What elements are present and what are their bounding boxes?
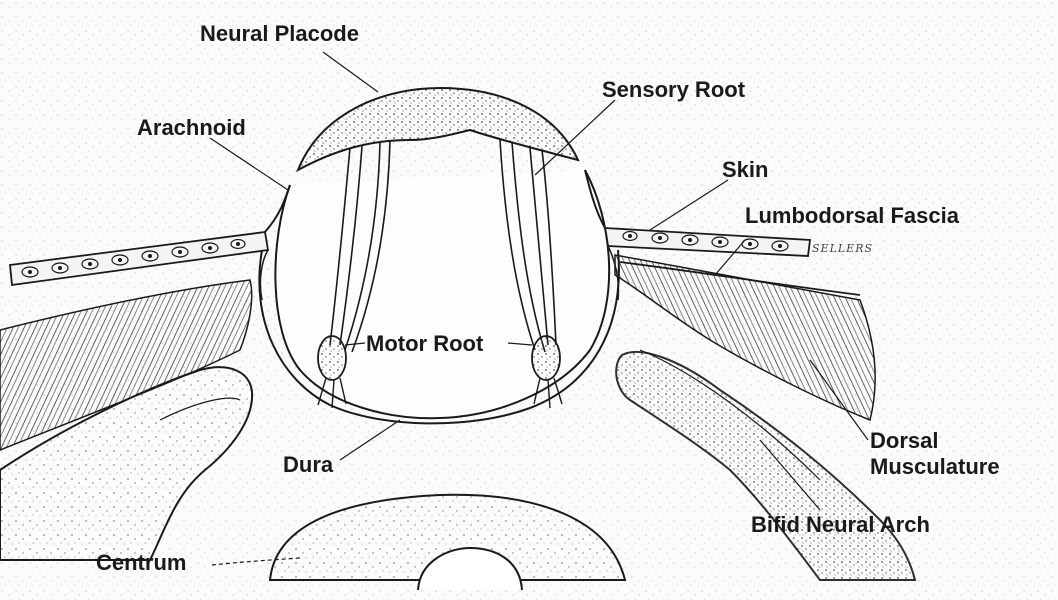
left-neural-arch: [0, 366, 254, 561]
centrum: [268, 493, 627, 581]
label-sensory-root: Sensory Root: [602, 77, 746, 102]
label-lumbodorsal-fascia: Lumbodorsal Fascia: [745, 203, 959, 228]
right-neural-arch: [615, 350, 917, 581]
label-bifid-neural-arch: Bifid Neural Arch: [751, 512, 930, 537]
label-centrum: Centrum: [96, 550, 187, 575]
label-skin: Skin: [722, 157, 769, 182]
leader-lines: [209, 51, 869, 566]
left-dorsal-musculature: [0, 279, 253, 451]
label-dorsal-musculature-line1: Dorsal: [870, 428, 939, 453]
label-arachnoid: Arachnoid: [137, 115, 246, 140]
sensory-roots: [329, 139, 557, 353]
label-dorsal-musculature-line2: Musculature: [870, 454, 1000, 479]
lumbodorsal-fascia: [619, 261, 861, 296]
artist-signature: SELLERS: [812, 242, 874, 255]
label-dorsal-musculature: Dorsal Musculature: [870, 428, 1000, 480]
label-motor-root: Motor Root: [366, 331, 484, 356]
neural-placode: [296, 86, 580, 173]
spinal-canal-opening: [417, 546, 523, 591]
arachnoid-sac: [274, 169, 611, 420]
label-dura: Dura: [283, 452, 334, 477]
motor-root-ganglia: [317, 335, 561, 381]
dura: [258, 249, 620, 425]
label-neural-placode: Neural Placode: [200, 21, 359, 46]
